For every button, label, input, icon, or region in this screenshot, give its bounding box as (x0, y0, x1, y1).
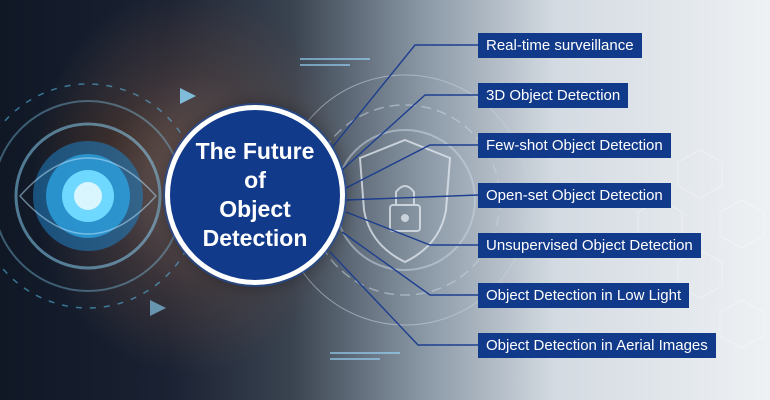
hexagon-pattern (637, 149, 765, 349)
label-real-time-surveillance: Real-time surveillance (478, 33, 642, 58)
label-unsupervised-object-detection: Unsupervised Object Detection (478, 233, 701, 258)
label-few-shot-object-detection: Few-shot Object Detection (478, 133, 671, 158)
label-3d-object-detection: 3D Object Detection (478, 83, 629, 108)
arrow-strips (300, 58, 400, 360)
eye-icon (0, 83, 201, 316)
label-object-detection-aerial-images: Object Detection in Aerial Images (478, 333, 716, 358)
connector-lines (329, 44, 479, 346)
central-hub: The Future of Object Detection (165, 105, 345, 285)
label-open-set-object-detection: Open-set Object Detection (478, 183, 671, 208)
label-object-detection-low-light: Object Detection in Low Light (478, 283, 690, 308)
hub-title: The Future of Object Detection (195, 138, 315, 251)
